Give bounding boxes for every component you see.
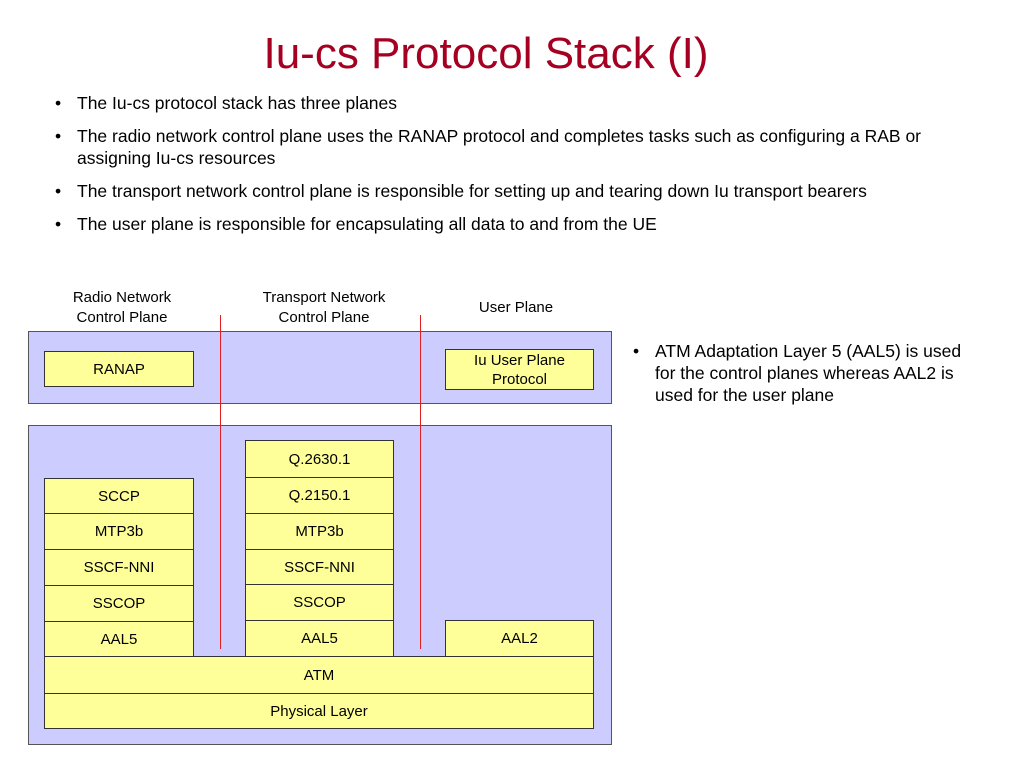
bullet-item: The user plane is responsible for encaps… <box>55 213 985 235</box>
radio-stack-sscop: SSCOP <box>44 585 194 622</box>
plane-divider-2 <box>420 315 421 649</box>
plane-divider-1 <box>220 315 221 649</box>
transport-stack-sscf-nni: SSCF-NNI <box>245 549 394 585</box>
bullet-item: The Iu-cs protocol stack has three plane… <box>55 92 985 114</box>
ranap-box: RANAP <box>44 351 194 387</box>
atm-layer: ATM <box>44 656 594 694</box>
radio-network-control-plane-label: Radio Network Control Plane <box>72 289 172 326</box>
iu-user-plane-protocol-box: Iu User Plane Protocol <box>445 349 594 390</box>
bullet-list: The Iu-cs protocol stack has three plane… <box>55 92 985 246</box>
side-note-item: ATM Adaptation Layer 5 (AAL5) is used fo… <box>633 340 978 406</box>
bullet-item: The radio network control plane uses the… <box>55 125 985 169</box>
radio-stack-mtp3b: MTP3b <box>44 513 194 550</box>
transport-stack-aal5: AAL5 <box>245 620 394 657</box>
physical-layer: Physical Layer <box>44 693 594 729</box>
radio-stack-aal5: AAL5 <box>44 621 194 657</box>
radio-stack-sccp: SCCP <box>44 478 194 514</box>
page-title: Iu-cs Protocol Stack (I) <box>263 29 709 78</box>
transport-stack-q2630: Q.2630.1 <box>245 440 394 478</box>
radio-stack-sscf-nni: SSCF-NNI <box>44 549 194 586</box>
side-note: ATM Adaptation Layer 5 (AAL5) is used fo… <box>633 340 978 406</box>
transport-network-control-plane-label: Transport Network Control Plane <box>262 289 386 326</box>
transport-stack-q2150: Q.2150.1 <box>245 477 394 514</box>
transport-stack-mtp3b: MTP3b <box>245 513 394 550</box>
user-plane-label: User Plane <box>478 299 554 316</box>
bullet-item: The transport network control plane is r… <box>55 180 985 202</box>
user-stack-aal2: AAL2 <box>445 620 594 657</box>
transport-stack-sscop: SSCOP <box>245 584 394 621</box>
